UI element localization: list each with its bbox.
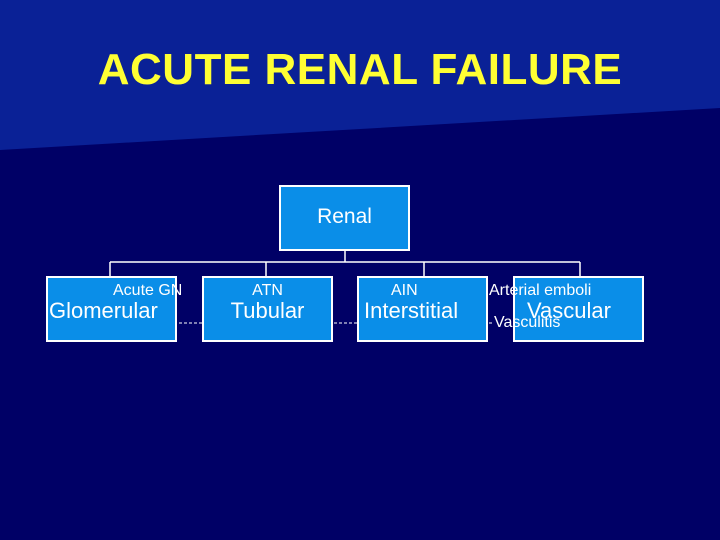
category-box-vascular bbox=[513, 276, 644, 342]
category-label-vascular: Vascular bbox=[527, 298, 611, 323]
example-label-vasculitis: Vasculitis bbox=[494, 314, 561, 331]
slide-title: ACUTE RENAL FAILURE bbox=[97, 45, 623, 94]
category-box-interstitial bbox=[357, 276, 488, 342]
category-label-glomerular: Glomerular bbox=[49, 298, 158, 323]
example-label-atn: ATN bbox=[252, 282, 283, 299]
example-label-arterial-emboli: Arterial emboli bbox=[489, 282, 592, 299]
category-label-interstitial: Interstitial bbox=[364, 298, 459, 323]
root-node-label: Renal bbox=[317, 205, 372, 228]
title-banner bbox=[0, 0, 720, 150]
category-box-tubular bbox=[202, 276, 333, 342]
example-label-acute-gn: Acute GN bbox=[113, 282, 183, 299]
root-node-box bbox=[279, 185, 410, 251]
example-label-ain: AIN bbox=[391, 282, 418, 299]
category-box-glomerular bbox=[46, 276, 177, 342]
category-label-tubular: Tubular bbox=[230, 298, 305, 323]
